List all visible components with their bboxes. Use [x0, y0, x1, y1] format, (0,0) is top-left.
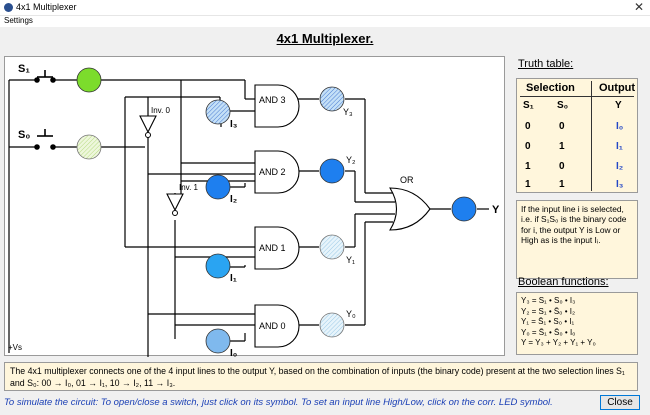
output-led-y2: [319, 158, 345, 184]
inverter-0: [139, 115, 157, 138]
switch-s0-label: S₀: [18, 129, 30, 141]
description: The 4x1 multiplexer connects one of the …: [4, 362, 638, 391]
input-label-i1: I₁: [230, 273, 237, 284]
main-panel: 4x1 Multiplexer.: [0, 27, 650, 415]
inverter-1: [166, 193, 184, 216]
and-gate-1: AND 1: [254, 226, 300, 270]
output-label-y1: Y₁: [346, 255, 355, 265]
s1-led: [76, 67, 102, 93]
truth-cell: 1: [559, 141, 565, 152]
truth-cell-output: I₃: [616, 179, 624, 190]
inverter-1-label: Inv. 1: [179, 183, 199, 192]
title-bar: 4x1 Multiplexer ✕: [0, 0, 650, 16]
truth-header-output: Output: [599, 82, 636, 94]
output-led-y1: [319, 234, 345, 260]
close-button[interactable]: Close: [600, 395, 640, 410]
final-output-label: Y: [492, 204, 500, 216]
switch-s1-label: S₁: [18, 63, 30, 75]
and-gate-0: AND 0: [254, 304, 300, 348]
input-led-i1[interactable]: [205, 253, 231, 279]
boolean-line: Y₁ = S̄₁ • S₀ • I₁: [521, 317, 575, 327]
svg-text:AND 3: AND 3: [259, 95, 286, 105]
input-led-i0[interactable]: [205, 328, 231, 354]
truth-cell: 1: [525, 161, 531, 172]
truth-col-y: Y: [615, 100, 622, 111]
and-gate-3: AND 3: [254, 84, 300, 128]
switch-s0[interactable]: [34, 129, 56, 150]
input-led-i2[interactable]: [205, 174, 231, 200]
truth-divider: [520, 96, 634, 97]
boolean-functions: Y₃ = S₁ • S₀ • I₃ Y₂ = S₁ • S̄₀ • I₂ Y₁ …: [516, 292, 638, 355]
circuit-canvas: S₁ S₀ Inv. 0 Inv. 1 AND 3: [4, 56, 505, 359]
window-title: 4x1 Multiplexer: [16, 2, 77, 12]
output-label-y2: Y₂: [346, 155, 356, 165]
truth-cell: 1: [525, 179, 531, 190]
truth-cell: 0: [525, 141, 531, 152]
output-label-y3: Y₃: [343, 107, 353, 117]
or-gate-label: OR: [400, 175, 414, 185]
app-icon: [4, 3, 13, 12]
selection-note: If the input line i is selected, i.e. if…: [516, 200, 638, 279]
boolean-line: Y₀ = S̄₁ • S̄₀ • I₀: [521, 327, 576, 337]
menu-bar: Settings: [0, 16, 650, 27]
truth-cell: 1: [559, 179, 565, 190]
svg-text:AND 1: AND 1: [259, 243, 286, 253]
output-label-y0: Y₀: [346, 309, 356, 319]
or-gate: [389, 187, 431, 231]
switch-s1[interactable]: [34, 70, 56, 83]
inverter-0-label: Inv. 0: [151, 106, 171, 115]
truth-table: Selection Output S₁ S₀ Y 0 0 I₀ 0 1 I₁ 1…: [516, 78, 638, 193]
input-label-i3: I₃: [230, 119, 238, 130]
svg-text:AND 2: AND 2: [259, 167, 286, 177]
truth-cell: 0: [559, 121, 565, 132]
input-label-i2: I₂: [230, 194, 237, 205]
truth-cell: 0: [559, 161, 565, 172]
truth-col-s0: S₀: [557, 100, 569, 111]
truth-cell: 0: [525, 121, 531, 132]
input-led-i3[interactable]: [205, 99, 231, 125]
s0-led: [76, 134, 102, 160]
and-gate-2: AND 2: [254, 150, 300, 194]
output-led-y3: [319, 86, 345, 112]
input-label-i0: I₀: [230, 348, 237, 357]
output-led-y0: [319, 312, 345, 338]
simulation-hint: To simulate the circuit: To open/close a…: [4, 397, 553, 408]
truth-table-title: Truth table:: [518, 58, 574, 70]
page-title: 4x1 Multiplexer.: [276, 31, 374, 46]
window-close-icon[interactable]: ✕: [633, 0, 644, 14]
boolean-line: Y₃ = S₁ • S₀ • I₃: [521, 296, 576, 305]
svg-text:AND 0: AND 0: [259, 321, 286, 331]
supply-label: +Vs: [8, 343, 22, 352]
truth-cell-output: I₀: [616, 121, 624, 132]
final-output-led: [451, 196, 477, 222]
menu-settings[interactable]: Settings: [4, 16, 33, 25]
boolean-line: Y = Y₃ + Y₂ + Y₁ + Y₀: [521, 338, 596, 348]
boolean-title: Boolean functions:: [518, 276, 609, 288]
circuit-diagram: S₁ S₀ Inv. 0 Inv. 1 AND 3: [8, 63, 500, 359]
boolean-line: Y₂ = S₁ • S̄₀ • I₂: [521, 306, 576, 316]
truth-column-divider: [591, 81, 592, 191]
truth-col-s1: S₁: [523, 100, 534, 111]
truth-cell-output: I₂: [616, 161, 624, 172]
truth-header-selection: Selection: [526, 82, 575, 94]
truth-cell-output: I₁: [616, 141, 623, 152]
